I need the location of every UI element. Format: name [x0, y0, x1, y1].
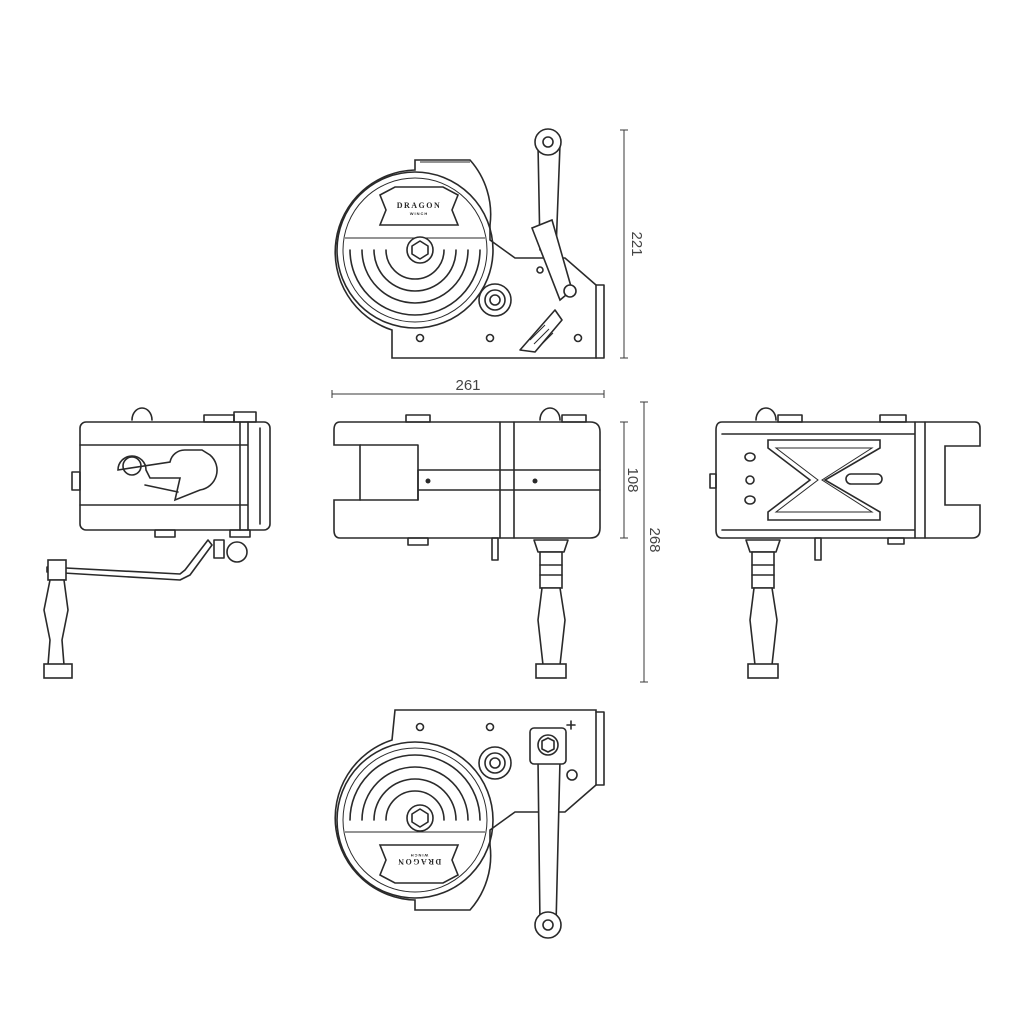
center-handle-grip [537, 587, 566, 666]
dimension-108: 108 [620, 421, 641, 539]
crank-arm [46, 539, 213, 581]
dimension-268: 268 [640, 401, 663, 683]
center-housing [333, 421, 601, 539]
ratchet-spring [519, 309, 563, 353]
right-handle-end [747, 663, 779, 679]
view-top-side-profile: DRAGON WINCH [334, 128, 605, 359]
view-center-front [333, 407, 601, 679]
right-handle-grip [749, 587, 778, 666]
bottom-drum-outline [336, 741, 494, 899]
view-right [709, 407, 981, 679]
logo-sub-text: WINCH [410, 211, 429, 216]
bottom-logo-brand: DRAGON [397, 857, 442, 866]
dimension-221: 221 [620, 129, 645, 359]
right-handle-nut [751, 551, 775, 589]
bottom-logo-plate [378, 844, 460, 884]
view-bottom-profile: DRAGON WINCH [334, 709, 605, 939]
center-handle-nut [539, 551, 563, 589]
bottom-handle-arm [537, 759, 561, 926]
hook [117, 449, 218, 502]
drum-center-bolt [406, 236, 434, 264]
dim-label-221: 221 [628, 231, 645, 256]
slot [845, 473, 883, 485]
bottom-logo-sub: WINCH [410, 853, 429, 858]
gear-hub [478, 283, 512, 317]
drum-outline [336, 171, 494, 329]
dim-label-108: 108 [624, 467, 641, 492]
left-handle-grip [43, 579, 69, 666]
logo-plate [378, 186, 460, 226]
view-left [43, 407, 271, 679]
handle-pivot-top [534, 128, 562, 156]
x-bracket-plate [767, 439, 881, 521]
left-handle-end [43, 663, 73, 679]
dim-label-268: 268 [646, 527, 663, 552]
dim-label-261: 261 [455, 377, 480, 394]
bottom-center-bolt [406, 804, 434, 832]
center-handle-end [535, 663, 567, 679]
dimension-261: 261 [331, 377, 605, 398]
crank-nut [47, 559, 67, 581]
logo-brand-text: DRAGON [397, 201, 442, 210]
